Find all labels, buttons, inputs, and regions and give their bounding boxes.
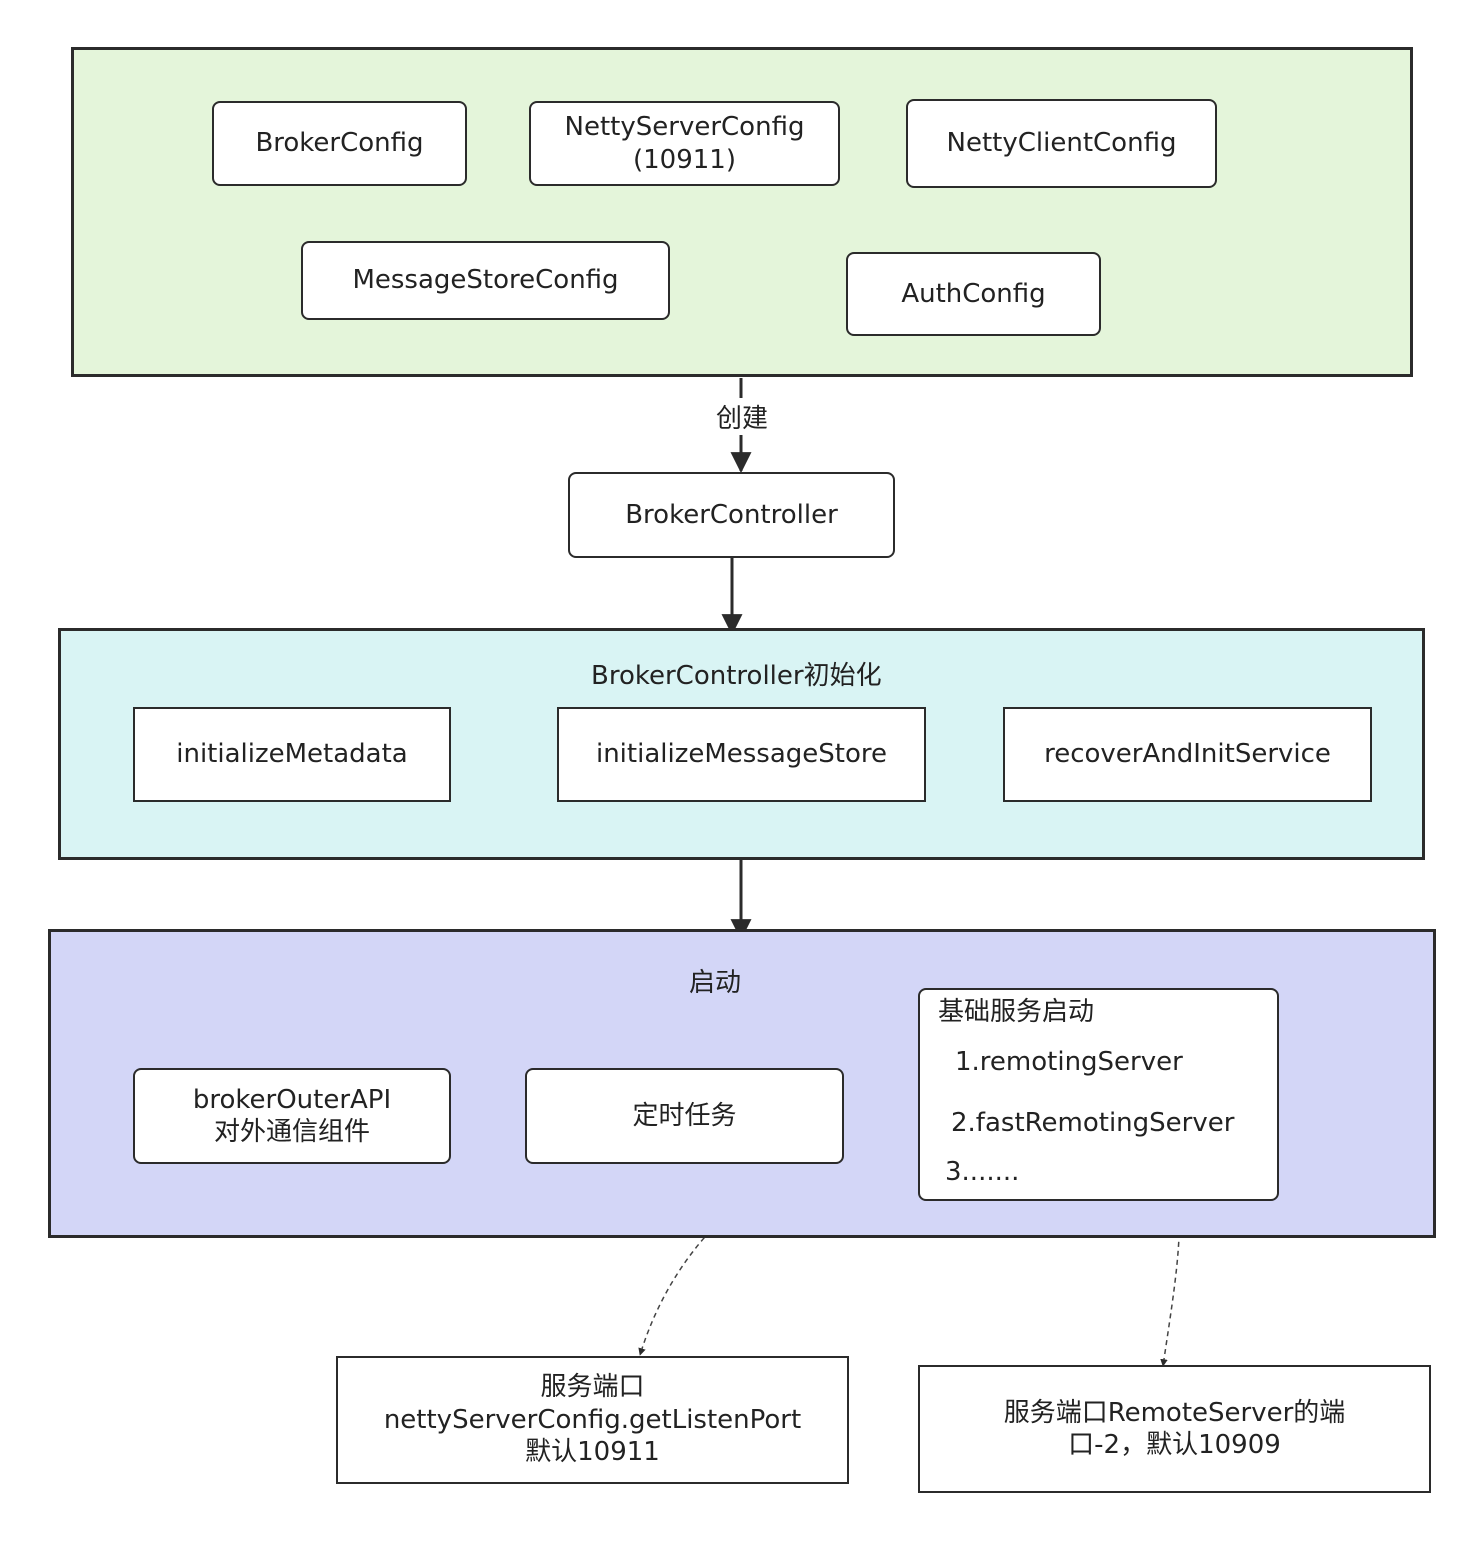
- remote-server-port-box: 服务端口RemoteServer的端 口-2，默认10909: [918, 1365, 1431, 1493]
- broker-config-label: BrokerConfig: [255, 128, 424, 159]
- service-port-box: 服务端口 nettyServerConfig.getListenPort 默认1…: [336, 1356, 849, 1484]
- initialize-metadata-label: initializeMetadata: [176, 739, 408, 770]
- start-group-title: 启动: [689, 968, 742, 998]
- remote-server-port-line1: 服务端口RemoteServer的端: [1003, 1397, 1346, 1428]
- initialize-message-store-label: initializeMessageStore: [595, 739, 888, 770]
- auth-config-label: AuthConfig: [901, 278, 1046, 309]
- netty-client-config-label: NettyClientConfig: [946, 128, 1177, 159]
- netty-server-config-label: NettyServerConfig: [564, 112, 805, 142]
- broker-outer-api-desc: 对外通信组件: [213, 1117, 370, 1147]
- broker-outer-api-box: brokerOuterAPI 对外通信组件: [133, 1068, 451, 1164]
- basic-services-title: 基础服务启动: [938, 997, 1095, 1027]
- service-port-title: 服务端口: [540, 1372, 645, 1403]
- init-group-title: BrokerController初始化: [591, 661, 882, 691]
- broker-outer-api-label: brokerOuterAPI: [192, 1084, 392, 1115]
- remote-server-port-line2: 口-2，默认10909: [1068, 1430, 1281, 1460]
- service-port-default: 默认10911: [525, 1437, 660, 1468]
- scheduled-tasks-label: 定时任务: [632, 1100, 737, 1131]
- service-port-source: nettyServerConfig.getListenPort: [383, 1404, 802, 1435]
- basic-service-item: 2.fastRemotingServer: [951, 1108, 1235, 1138]
- netty-server-config-box: NettyServerConfig (10911): [529, 101, 840, 186]
- recover-and-init-service-box: recoverAndInitService: [1003, 707, 1372, 802]
- initialize-message-store-box: initializeMessageStore: [557, 707, 926, 802]
- broker-controller-label: BrokerController: [625, 499, 838, 530]
- message-store-config-box: MessageStoreConfig: [301, 241, 670, 320]
- recover-and-init-service-label: recoverAndInitService: [1044, 739, 1331, 770]
- netty-server-config-port: (10911): [633, 144, 736, 175]
- message-store-config-label: MessageStoreConfig: [352, 265, 619, 296]
- scheduled-tasks-box: 定时任务: [525, 1068, 844, 1164]
- basic-service-item: 1.remotingServer: [955, 1047, 1183, 1077]
- auth-config-box: AuthConfig: [846, 252, 1101, 336]
- basic-service-item: 3.......: [945, 1157, 1020, 1187]
- create-label: 创建: [714, 398, 771, 435]
- basic-services-box: [918, 988, 1279, 1201]
- broker-config-box: BrokerConfig: [212, 101, 467, 186]
- broker-controller-box: BrokerController: [568, 472, 895, 558]
- initialize-metadata-box: initializeMetadata: [133, 707, 451, 802]
- netty-client-config-box: NettyClientConfig: [906, 99, 1217, 188]
